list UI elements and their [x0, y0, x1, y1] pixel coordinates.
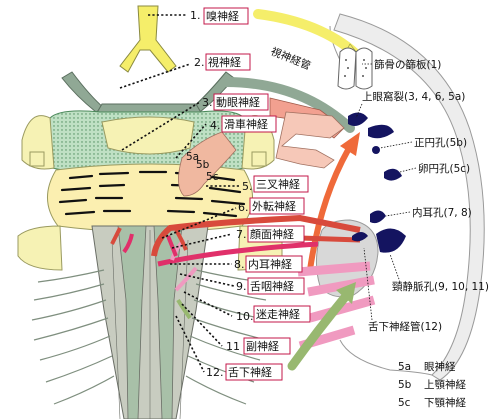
nerve-label-3: 3. 動眼神経 [121, 93, 269, 151]
foramen-ovale-label: 卵円孔(5c) [418, 162, 470, 175]
nerve-label-12: 12. 舌下神経 [175, 315, 283, 381]
branch-5b-label: 5b [196, 159, 210, 171]
nerve-number: 3. [202, 96, 213, 109]
nerve-label-10: 10. 迷走神経 [183, 291, 311, 323]
olfactory-tract [119, 5, 177, 73]
legend-name: 上顎神経 [424, 378, 466, 391]
hypoglossal-canal-label: 舌下神経管(12) [368, 320, 442, 333]
cribriform-plate [337, 47, 373, 90]
optic-nerve-path [221, 77, 355, 133]
nerve-name: 舌咽神経 [250, 279, 294, 293]
nerve-number: 6. [238, 201, 249, 214]
nerve-name: 副神経 [246, 339, 279, 353]
cribriform-label: 篩骨の篩板(1) [374, 58, 441, 71]
branch-5a-label: 5a [186, 151, 199, 163]
nerve-number: 12. [206, 366, 224, 379]
superior-orbital-fissure-label: 上眼窩裂(3, 4, 6, 5a) [362, 90, 465, 103]
skull-foramen-labels: 視神経管 篩骨の篩板(1) 上眼窩裂(3, 4, 6, 5a) 正円孔(5b) … [269, 45, 489, 333]
nerve-name: 内耳神経 [248, 257, 292, 271]
nerve-label-2: 2. 視神経 [119, 53, 251, 89]
legend-name: 下顎神経 [424, 396, 466, 409]
nerve-name: 顔面神経 [250, 227, 294, 241]
nerve-name: 三叉神経 [256, 177, 300, 191]
nerve-label-9: 9. 舌咽神経 [179, 273, 305, 295]
nerve-number: 1. [190, 9, 201, 22]
hypoglossal-nerve-path [287, 291, 351, 371]
legend-code: 5c [398, 397, 411, 409]
brain-base [17, 5, 283, 419]
branch-legend: 5a 眼神経 5b 上顎神経 5c 下顎神経 [398, 360, 466, 409]
jugular-foramen-label: 頸静脈孔(9, 10, 11) [392, 280, 489, 293]
nerve-label-5: 5. 三叉神経 [206, 175, 309, 193]
foramina [348, 112, 406, 253]
nerve-name: 外転神経 [252, 199, 296, 213]
vestibulocochlear-nerve-path [157, 241, 319, 267]
nerve-name: 嗅神経 [206, 9, 239, 23]
nerve-name: 迷走神経 [256, 307, 300, 321]
optic-canal-label: 視神経管 [269, 45, 313, 73]
legend-code: 5a [398, 361, 411, 373]
legend-code: 5b [398, 379, 412, 391]
nerve-name: 舌下神経 [228, 365, 272, 379]
nerve-number: 8. [234, 258, 245, 271]
nerve-name: 滑車神経 [224, 117, 268, 131]
legend-name: 眼神経 [424, 360, 456, 373]
foramen-rotundum-label: 正円孔(5b) [414, 136, 467, 149]
branch-5c-label: 5c [206, 171, 219, 183]
nerve-number: 2. [194, 56, 205, 69]
nerve-labels: 1. 嗅神経 2. 視神経 3. 動眼神経 4. 滑車神経 5. 三叉神経 [119, 7, 311, 381]
nerve-label-7: 7. 顔面神経 [171, 225, 305, 249]
nerve-number: 9. [236, 280, 247, 293]
nerve-label-4: 4. 滑車神経 [175, 115, 277, 159]
nerve-number: 5. [242, 180, 253, 193]
trigeminal-nerve: 5a 5b 5c [178, 111, 345, 197]
nerve-label-8: 8. 内耳神経 [170, 255, 303, 273]
internal-acoustic-label: 内耳孔(7, 8) [412, 206, 472, 219]
nerve-number: 7. [236, 228, 247, 241]
nerve-number: 11 [226, 340, 240, 353]
nerve-label-11: 11 副神経 [181, 303, 291, 355]
nerve-label-6: 6. 外転神経 [161, 197, 305, 239]
abducens-nerve-path [307, 147, 351, 273]
nerve-name: 動眼神経 [216, 95, 260, 109]
nerve-name: 視神経 [208, 55, 241, 69]
nerve-label-1: 1. 嗅神経 [148, 7, 249, 25]
nerve-number: 4. [210, 119, 221, 132]
nerve-number: 10. [236, 310, 254, 323]
facial-nerve-path [151, 214, 361, 257]
